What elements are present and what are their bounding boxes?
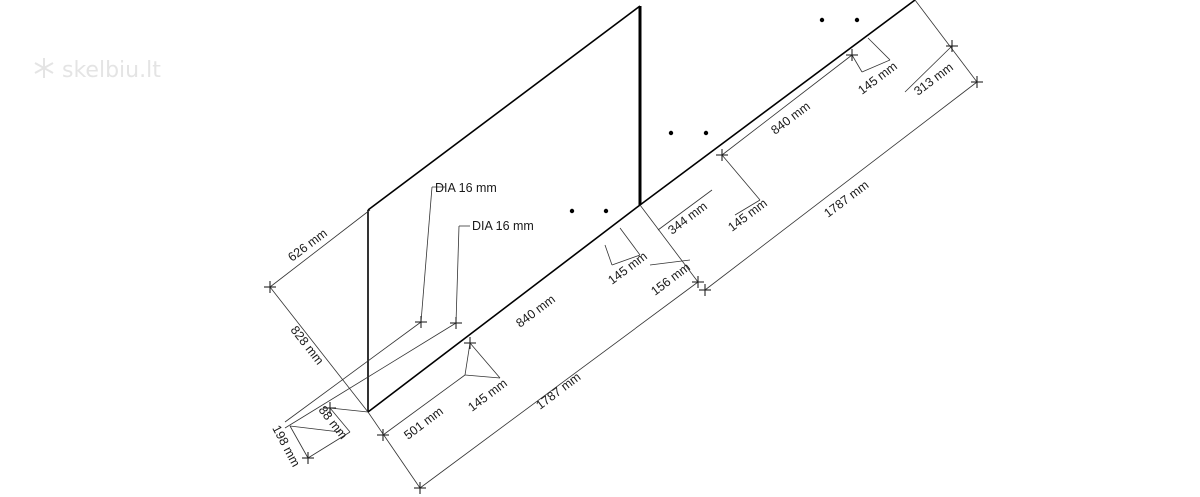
tick bbox=[264, 281, 276, 293]
dimension-ticks bbox=[264, 40, 983, 494]
tick bbox=[414, 482, 426, 494]
tick bbox=[324, 402, 336, 414]
dim-right-offset: 344 mm bbox=[665, 199, 709, 237]
callout-hole-b: DIA 16 mm bbox=[472, 219, 534, 233]
tick bbox=[415, 316, 427, 328]
dim-left-small-a: 88 mm bbox=[316, 403, 351, 442]
tick bbox=[302, 452, 314, 464]
tick bbox=[450, 317, 462, 329]
panel-outline bbox=[367, 0, 916, 413]
tick bbox=[716, 149, 728, 161]
snowflake-logo-icon bbox=[34, 58, 54, 78]
tick bbox=[464, 337, 476, 349]
hole-dot bbox=[854, 17, 860, 23]
hole-dot bbox=[668, 130, 674, 136]
dim-right-total: 1787 mm bbox=[821, 178, 871, 221]
dim-mid-offset: 156 mm bbox=[648, 260, 692, 298]
dimension-lines bbox=[269, 0, 978, 489]
hole-markers bbox=[569, 17, 860, 214]
hole-dot bbox=[569, 208, 575, 214]
dim-top-hole-gap: 145 mm bbox=[855, 59, 899, 97]
dim-left-height: 626 mm bbox=[285, 226, 329, 264]
dim-front-offset: 501 mm bbox=[401, 404, 445, 442]
dim-right-hole-gap: 145 mm bbox=[725, 196, 769, 234]
hole-dot bbox=[603, 208, 609, 214]
watermark-text: skelbiu.lt bbox=[62, 58, 161, 83]
tick bbox=[699, 284, 711, 296]
dim-left-depth: 828 mm bbox=[288, 323, 327, 367]
hole-dot bbox=[819, 17, 825, 23]
tick bbox=[946, 40, 958, 52]
dim-front-hole-span: 840 mm bbox=[513, 292, 557, 330]
dim-left-small-b: 198 mm bbox=[269, 423, 303, 469]
dim-mid-hole-gap: 145 mm bbox=[605, 249, 649, 287]
dim-front-total: 1787 mm bbox=[533, 370, 583, 413]
hole-dot bbox=[703, 130, 709, 136]
watermark: skelbiu.lt bbox=[34, 58, 161, 83]
tick bbox=[846, 49, 858, 61]
tick bbox=[971, 76, 983, 88]
callout-hole-a: DIA 16 mm bbox=[435, 181, 497, 195]
tick bbox=[377, 429, 389, 441]
tick bbox=[692, 276, 704, 288]
dim-front-hole-gap: 145 mm bbox=[465, 376, 509, 414]
